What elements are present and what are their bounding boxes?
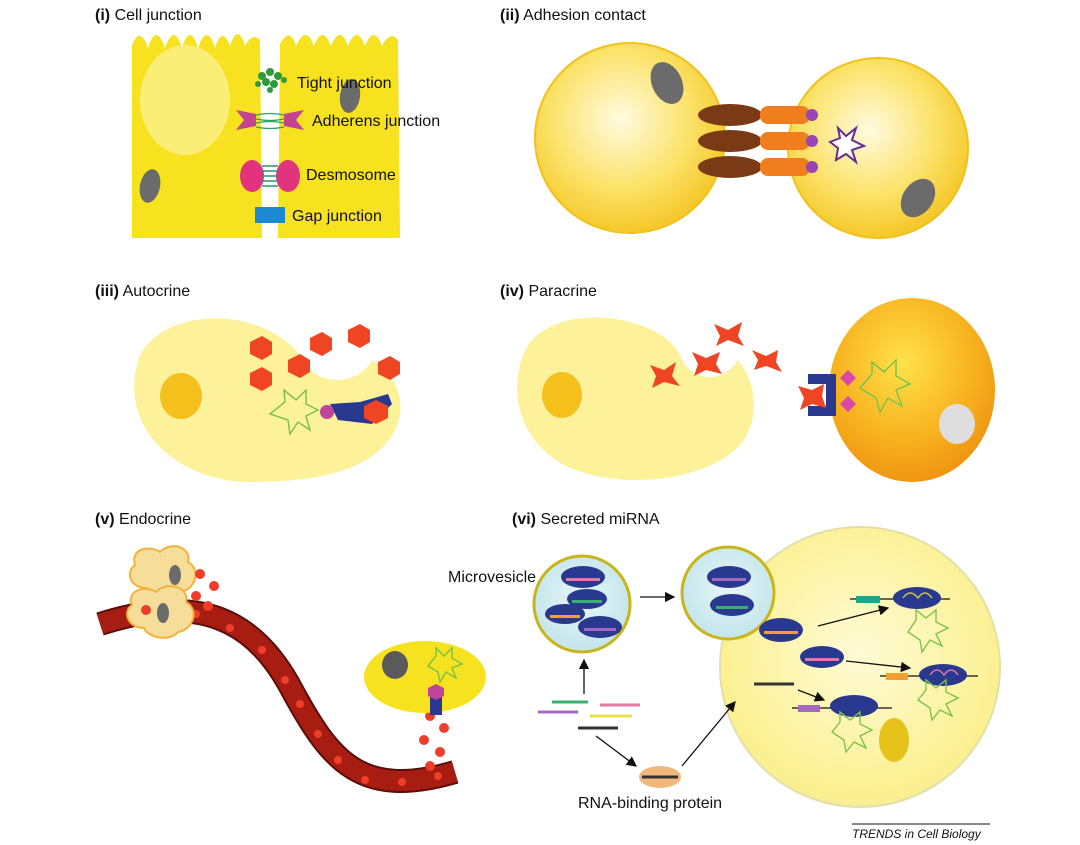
panel-autocrine: (iii) Autocrine	[95, 283, 401, 482]
panel-title-autocrine: (iii) Autocrine	[95, 283, 190, 300]
secreting-cell	[517, 317, 754, 481]
figure-credit: TRENDS in Cell Biology	[852, 827, 982, 841]
cell-right	[787, 57, 969, 239]
panel-title-secreted-mirna: (vi) Secreted miRNA	[512, 511, 660, 528]
label-gap-junction: Gap junction	[292, 208, 382, 225]
label-tight-junction: Tight junction	[297, 75, 392, 92]
signal-burst-icon	[268, 388, 320, 437]
tight-junction-icon	[255, 68, 287, 93]
cell-highlight	[140, 45, 230, 155]
nucleus	[650, 62, 684, 104]
label-microvesicle: Microvesicle	[448, 569, 536, 586]
receptor-icon	[320, 394, 392, 424]
gap-junction-icon	[255, 207, 285, 223]
panel-cell-junction: (i) Cell junction	[95, 7, 440, 238]
panel-title-cell-junction: (i) Cell junction	[95, 7, 202, 24]
nucleus	[339, 79, 361, 113]
panel-paracrine: (iv) Paracrine	[500, 283, 995, 482]
adhesion-molecules	[698, 104, 818, 178]
nucleus	[900, 178, 936, 218]
nucleus	[542, 372, 582, 418]
panel-title-endocrine: (v) Endocrine	[95, 511, 191, 528]
hormone-particles	[141, 569, 449, 771]
nucleus	[879, 718, 909, 762]
panel-title-paracrine: (iv) Paracrine	[500, 283, 597, 300]
adherens-junction-icon	[236, 110, 304, 130]
panel-title-adhesion-contact: (ii) Adhesion contact	[500, 7, 646, 24]
label-adherens-junction: Adherens junction	[312, 113, 440, 130]
receptor-icon	[798, 370, 856, 416]
paracrine-ligands	[650, 322, 782, 388]
target-cell	[364, 641, 486, 713]
panel-secreted-mirna: (vi) Secreted miRNA	[448, 511, 1001, 812]
desmosome-icon	[240, 160, 300, 192]
arrows	[578, 591, 912, 767]
signal-burst-icon	[426, 646, 464, 685]
target-mrna-complexes	[792, 587, 978, 717]
signal-bursts	[830, 608, 960, 754]
label-desmosome: Desmosome	[306, 167, 396, 184]
receptor-icon	[428, 684, 444, 715]
ago-complexes	[545, 566, 844, 668]
autocrine-ligands	[250, 324, 400, 391]
nucleus	[939, 404, 975, 444]
signal-burst-icon	[858, 358, 912, 414]
secreting-cell	[134, 318, 401, 482]
panel-adhesion-contact: (ii) Adhesion contact	[500, 7, 969, 239]
cell-left	[534, 42, 726, 234]
free-mirnas	[538, 682, 794, 730]
label-rna-binding-protein: RNA-binding protein	[578, 795, 722, 812]
epithelial-cell-right	[278, 35, 400, 238]
nucleus	[160, 373, 202, 419]
signal-burst-icon	[827, 124, 867, 165]
nucleus	[139, 169, 161, 203]
target-cell	[829, 298, 995, 482]
nucleus	[382, 651, 408, 679]
endocrine-gland-cells	[126, 545, 197, 639]
panel-endocrine: (v) Endocrine	[95, 511, 486, 793]
fusing-microvesicle	[680, 545, 776, 641]
